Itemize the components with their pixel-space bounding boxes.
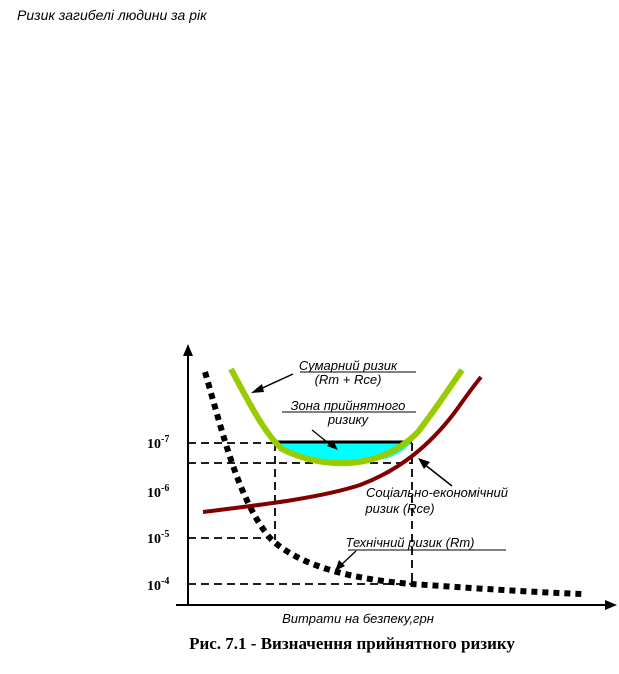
dashed-guides <box>188 442 413 585</box>
y-axis-arrow <box>183 344 193 356</box>
socio-label-line1: Соціально-економічний <box>366 485 508 500</box>
zone-label-line1: Зона прийнятного <box>291 398 406 413</box>
y-tick-1e-7: 10-7 <box>147 434 169 452</box>
x-axis-arrow <box>605 600 617 610</box>
sum-risk-pointer-head <box>251 384 264 393</box>
zone-pointer <box>311 429 333 447</box>
figure-caption: Рис. 7.1 - Визначення прийнятного ризику <box>189 634 515 653</box>
zone-label-line2: ризику <box>327 412 370 427</box>
y-tick-labels: 10-7 10-6 10-5 10-4 <box>147 434 169 594</box>
tech-pointer-head <box>335 560 345 571</box>
zone-pointer-head <box>327 440 338 450</box>
socio-pointer-head <box>418 458 430 469</box>
tech-pointer <box>339 550 357 567</box>
axes <box>176 344 617 610</box>
sum-risk-label-line1: Сумарний ризик <box>299 358 398 373</box>
annotation-socio-risk: Соціально-економічний ризик (Rсе) <box>364 458 508 516</box>
y-tick-1e-6: 10-6 <box>147 483 169 501</box>
x-axis-label: Витрати на безпеку,грн <box>282 611 434 626</box>
technical-risk-curve <box>202 371 583 597</box>
annotation-sum-risk: Сумарний ризик (Rт + Rсе) <box>251 358 416 393</box>
y-tick-1e-4: 10-4 <box>147 576 169 594</box>
sum-risk-curve <box>228 367 465 467</box>
tech-label: Технічний ризик (Rт) <box>345 535 474 550</box>
y-tick-1e-5: 10-5 <box>147 529 169 547</box>
socio-pointer <box>423 463 453 487</box>
annotation-acceptable-zone: Зона прийнятного ризику <box>282 398 416 450</box>
sum-risk-pointer <box>257 373 294 391</box>
annotation-tech-risk: Технічний ризик (Rт) <box>335 535 506 571</box>
socio-economic-risk-curve <box>202 375 483 514</box>
socio-label-line2: ризик (Rсе) <box>364 501 434 516</box>
sum-risk-label-line2: (Rт + Rсе) <box>315 372 382 387</box>
top-label: Ризик загибелі людини за рік <box>17 7 208 23</box>
